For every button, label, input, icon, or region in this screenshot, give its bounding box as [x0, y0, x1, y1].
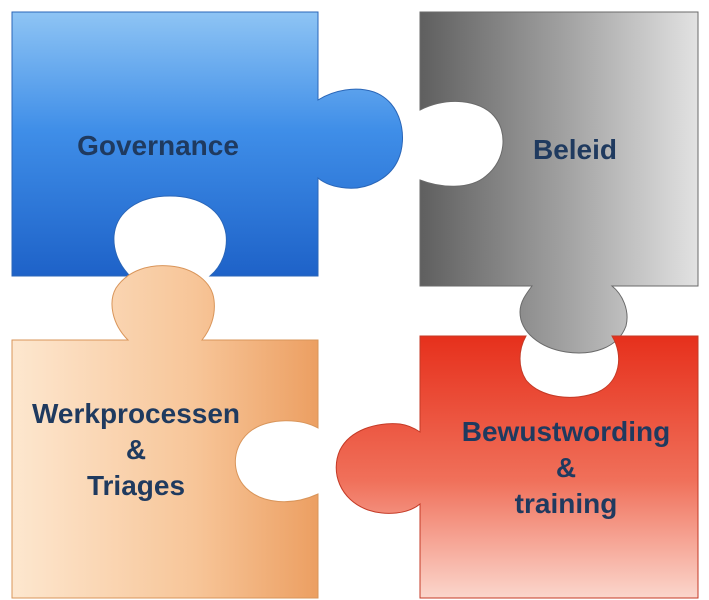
piece-beleid [419, 11, 699, 354]
werkprocessen-line-1: Werkprocessen [31, 398, 241, 429]
piece-bewustwording [335, 335, 699, 599]
bewustwording-line-1: Bewustwording [461, 416, 671, 447]
piece-governance [11, 11, 404, 277]
governance-label: Governance [77, 130, 239, 161]
werkprocessen-line-2: & [125, 434, 147, 465]
bewustwording-label: Bewustwording & training [446, 414, 686, 522]
beleid-label: Beleid [532, 134, 618, 165]
werkprocessen-label: Werkprocessen & Triages [18, 396, 254, 504]
bewustwording-line-3: training [514, 488, 618, 519]
piece-werkprocessen [11, 265, 319, 599]
werkprocessen-line-3: Triages [86, 470, 186, 501]
bewustwording-line-2: & [555, 452, 577, 483]
